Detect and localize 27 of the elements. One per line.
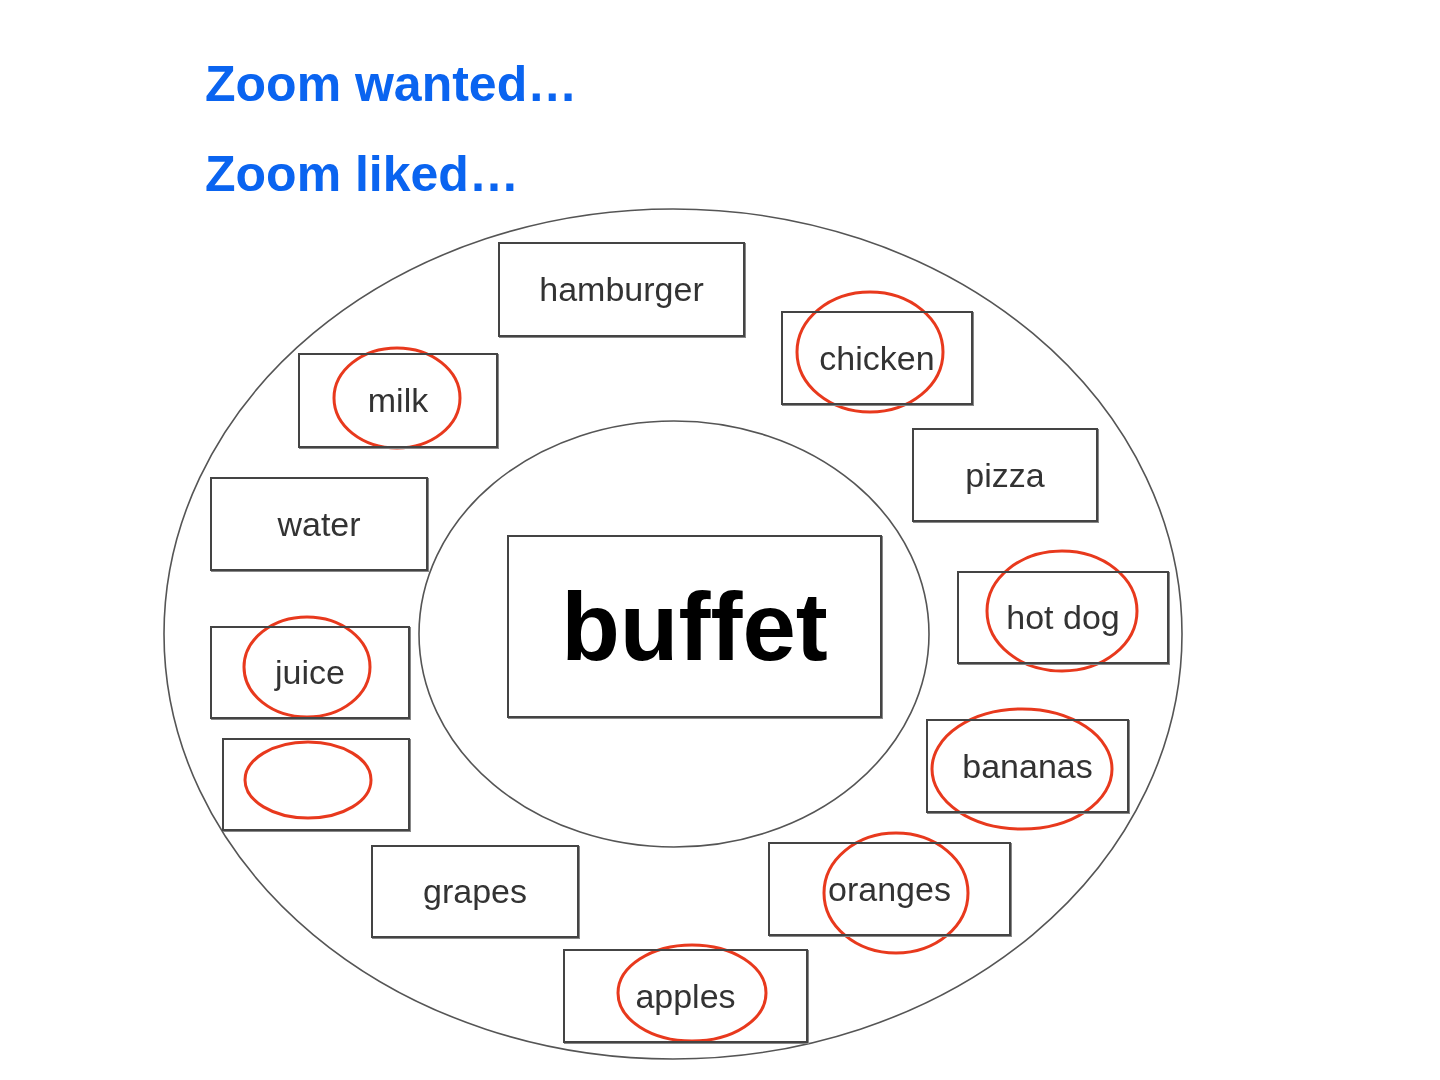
item-box: [912, 428, 1098, 522]
food-label: bananas: [962, 746, 1093, 786]
food-label: water: [277, 504, 361, 544]
item-box: [371, 845, 579, 938]
item-box: [563, 949, 808, 1043]
item-box: [926, 719, 1129, 813]
item-box: [768, 842, 1011, 936]
food-label: chicken: [819, 338, 935, 378]
food-label: buffet: [561, 571, 828, 682]
item-box: [210, 626, 410, 719]
food-label: hot dog: [1006, 598, 1120, 637]
heading-text: Zoom wanted…: [205, 55, 578, 113]
item-box: [298, 353, 498, 448]
food-label: oranges: [828, 869, 951, 909]
food-label: milk: [367, 381, 429, 420]
food-label: juice: [275, 653, 345, 692]
heading-text: Zoom liked…: [205, 145, 519, 203]
title-box: [507, 535, 882, 718]
food-label: grapes: [423, 872, 527, 911]
food-label: pizza: [965, 455, 1045, 495]
item-box: [210, 477, 428, 571]
item-box: [222, 738, 410, 831]
item-box: [498, 242, 745, 337]
food-label: hamburger: [539, 270, 704, 309]
food-label: apples: [635, 976, 736, 1016]
item-box: [957, 571, 1169, 664]
item-box: [781, 311, 973, 405]
